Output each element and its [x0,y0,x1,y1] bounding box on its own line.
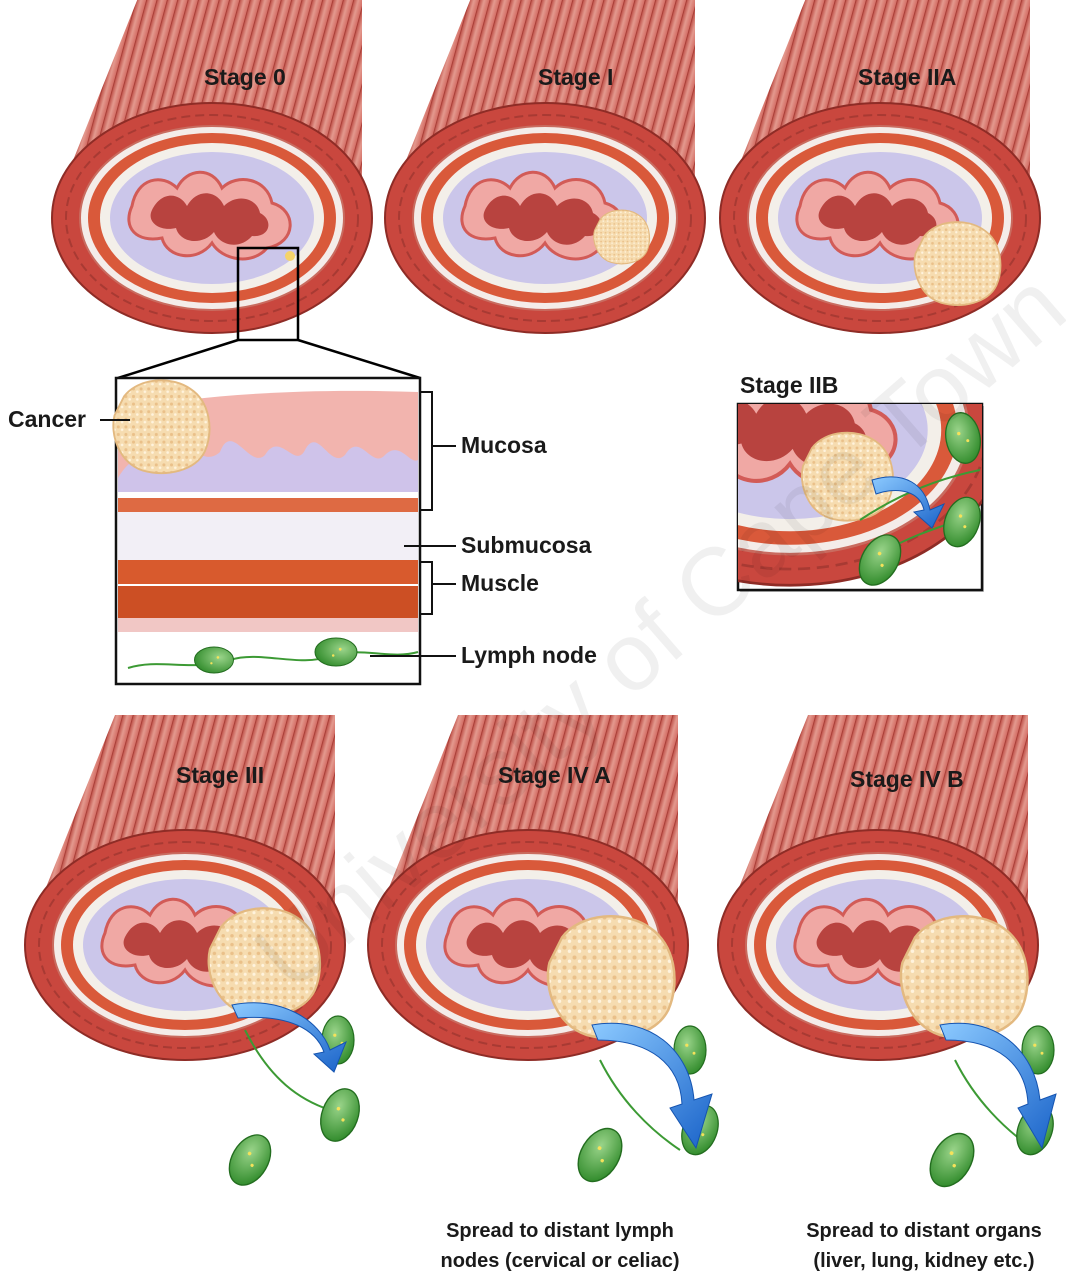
stage-4b-caption-line2: (liver, lung, kidney etc.) [784,1246,1064,1276]
tissue-layers-inset [113,378,420,684]
stage-2a-title: Stage IIA [858,64,956,91]
stage-2b-title: Stage IIB [740,372,838,399]
stage-0-title: Stage 0 [204,64,286,91]
stage-2a-esophagus [720,0,1040,333]
cancer-label: Cancer [8,406,86,433]
submucosa-label: Submucosa [461,532,591,559]
lymph-node-label: Lymph node [461,642,597,669]
stage-3-title: Stage III [176,762,264,789]
stage-4a-caption: Spread to distant lymph nodes (cervical … [420,1216,700,1276]
mucosa-label: Mucosa [461,432,547,459]
stage-4a-caption-line1: Spread to distant lymph [420,1216,700,1246]
stage-4b-caption-line1: Spread to distant organs [784,1216,1064,1246]
stage-4a-title: Stage IV A [498,762,611,789]
stage-4a-caption-line2: nodes (cervical or celiac) [420,1246,700,1276]
muscle-label: Muscle [461,570,539,597]
stage-0-esophagus [52,0,372,333]
stage-4b-title: Stage IV B [850,766,964,793]
stage-1-title: Stage I [538,64,613,91]
stage-4b-caption: Spread to distant organs (liver, lung, k… [784,1216,1064,1276]
stage-1-esophagus [385,0,705,333]
